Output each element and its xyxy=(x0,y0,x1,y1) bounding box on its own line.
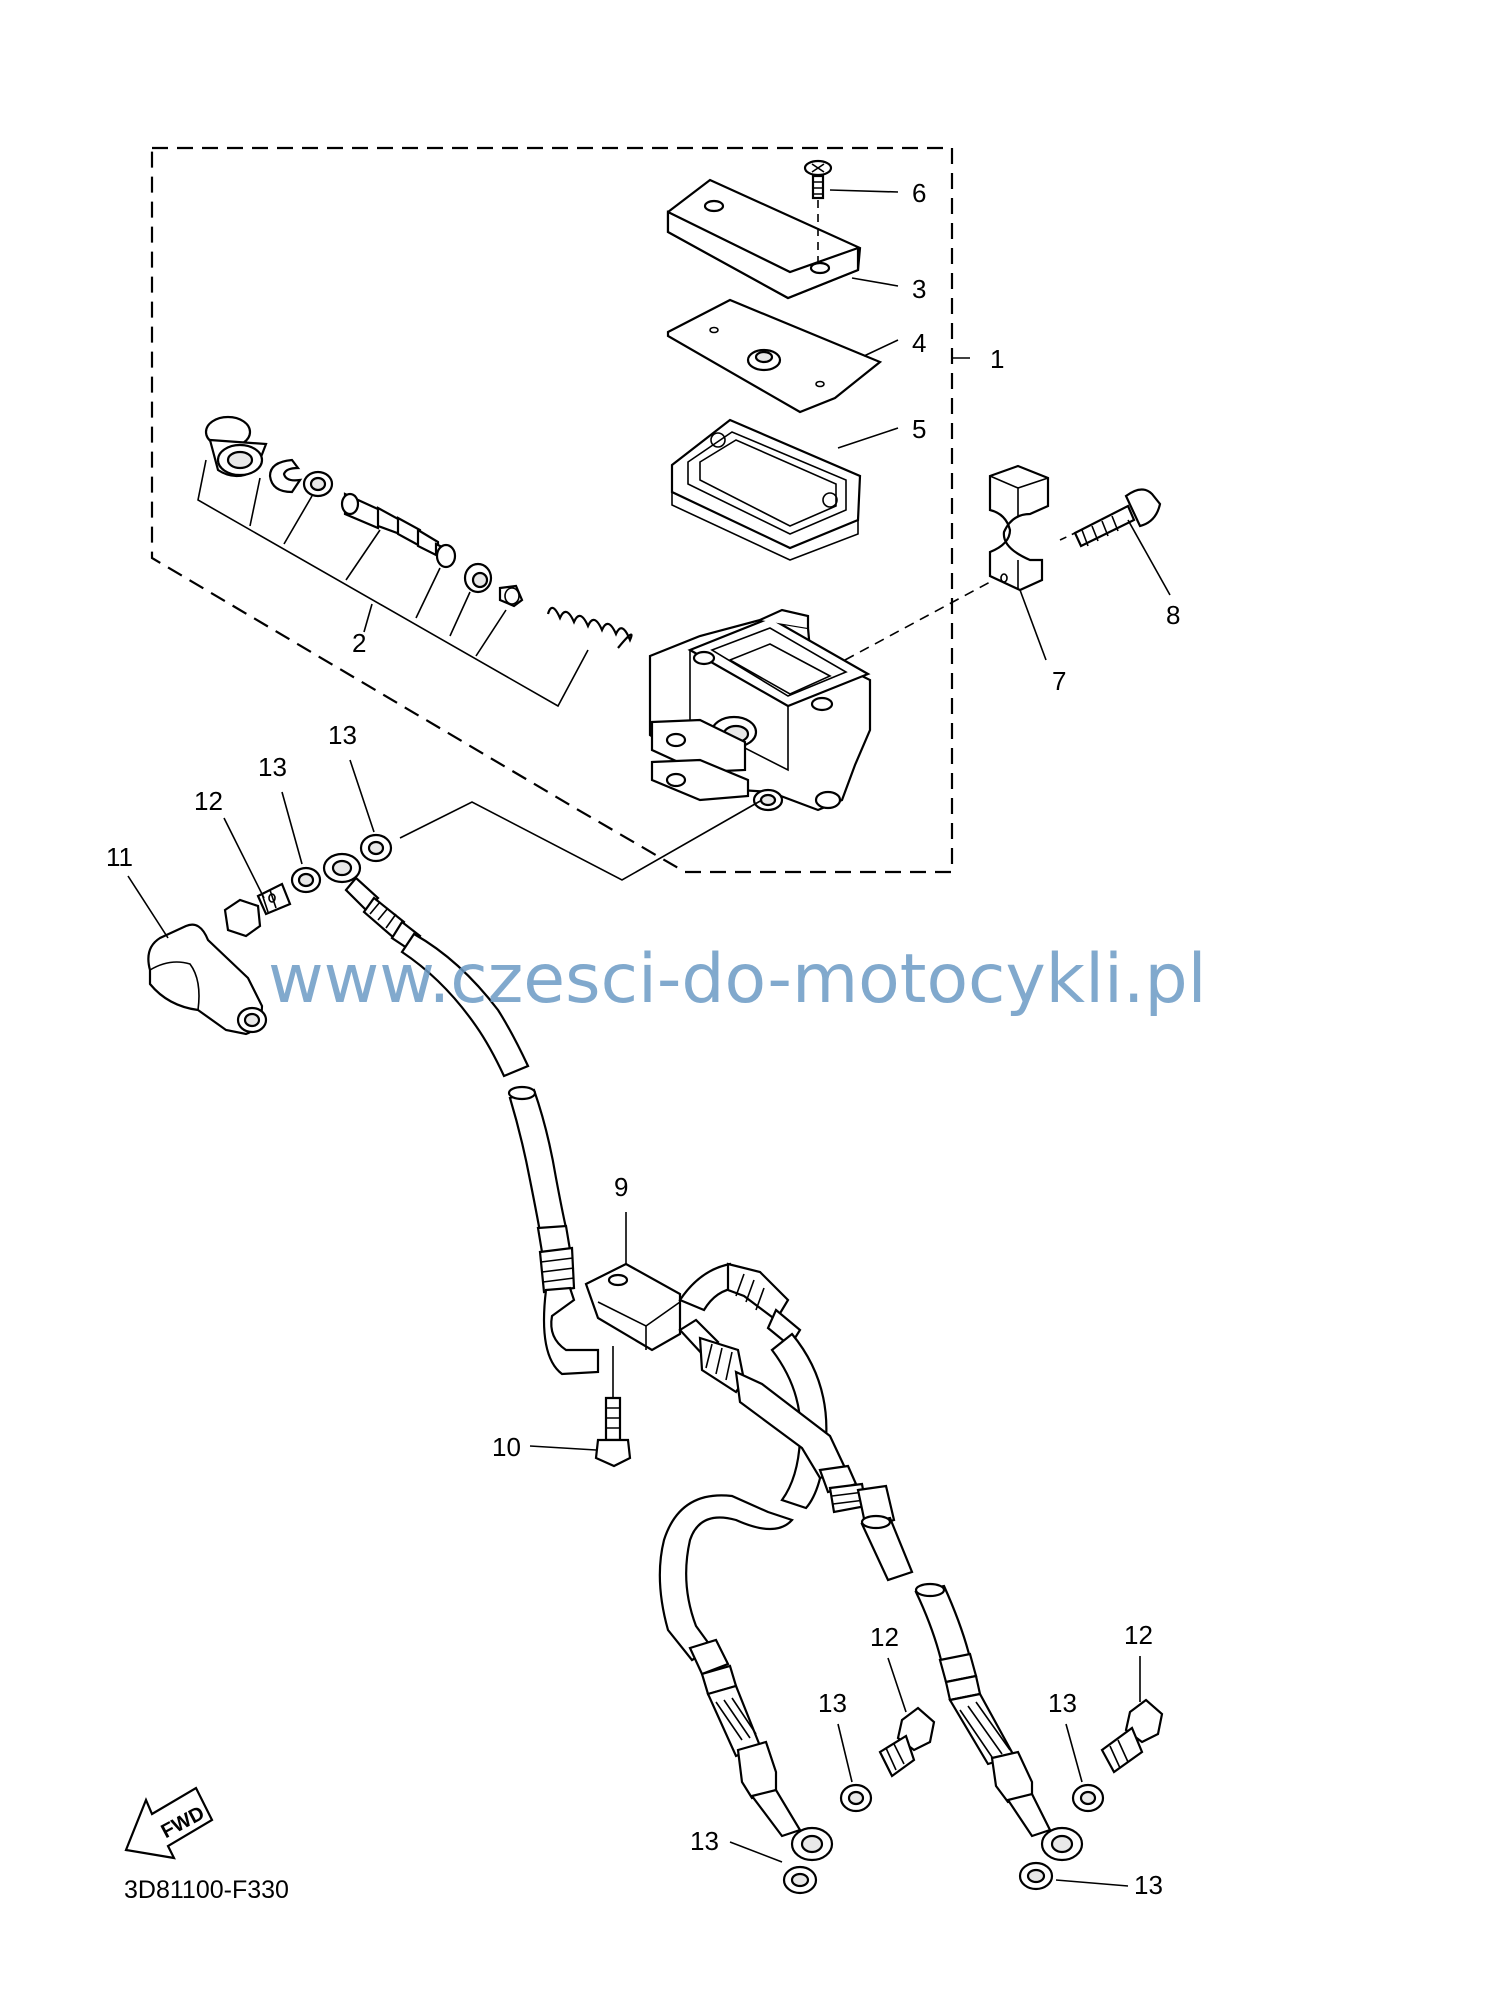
banjo-bolt-upper[interactable] xyxy=(223,882,292,938)
diaphragm-plate[interactable] xyxy=(666,298,883,414)
joint-bolt[interactable] xyxy=(594,1396,632,1468)
master-cylinder-body[interactable] xyxy=(648,608,872,812)
copper-washer-upper-1[interactable] xyxy=(359,833,393,863)
callout-1: 1 xyxy=(990,344,1004,374)
copper-washer-lower-2[interactable] xyxy=(782,1865,818,1895)
callout-8: 8 xyxy=(1166,600,1180,630)
banjo-bolt-lower-left[interactable] xyxy=(878,1706,936,1778)
reservoir-cap[interactable] xyxy=(666,178,862,300)
callout-13-lower-right: 13 xyxy=(1048,1688,1077,1718)
upper-brake-hose[interactable] xyxy=(322,852,600,1376)
copper-washer-upper-2[interactable] xyxy=(290,866,322,894)
drawing-code: 3D81100-F330 xyxy=(124,1876,289,1904)
piston-boot[interactable] xyxy=(204,415,268,478)
copper-washer-lower-4[interactable] xyxy=(1018,1861,1054,1891)
return-spring[interactable] xyxy=(546,606,633,649)
callout-11: 11 xyxy=(106,842,133,872)
assembly-boundary xyxy=(150,146,954,874)
watermark-url: www.czesci-do-motocykli.pl xyxy=(268,940,1207,1019)
holder-bolt[interactable] xyxy=(1073,488,1162,548)
callout-10: 10 xyxy=(492,1432,521,1462)
seal-cup[interactable] xyxy=(463,562,493,594)
callout-4: 4 xyxy=(912,328,926,358)
cap-screw[interactable] xyxy=(803,159,833,200)
callout-12-lower-right: 12 xyxy=(1124,1620,1153,1650)
diaphragm-gasket[interactable] xyxy=(670,418,862,561)
spring-seat[interactable] xyxy=(498,584,524,608)
rubber-cap[interactable] xyxy=(147,923,268,1036)
circlip[interactable] xyxy=(268,458,303,494)
callout-3: 3 xyxy=(912,274,926,304)
callout-13-lower-left: 13 xyxy=(818,1688,847,1718)
piston[interactable] xyxy=(340,492,450,560)
hose-joint[interactable] xyxy=(584,1262,682,1352)
left-brake-hose[interactable] xyxy=(658,1262,834,1862)
callout-12-lower-left: 12 xyxy=(870,1622,899,1652)
callout-7: 7 xyxy=(1052,666,1066,696)
callout-12-upper: 12 xyxy=(194,786,223,816)
callout-13-bottom-left: 13 xyxy=(690,1826,719,1856)
fwd-arrow-icon: FWD xyxy=(124,1786,214,1860)
callout-6: 6 xyxy=(912,178,926,208)
washer-small[interactable] xyxy=(435,543,457,569)
piston-cup[interactable] xyxy=(302,470,334,498)
copper-washer-lower-3[interactable] xyxy=(1071,1783,1105,1813)
callout-13-bottom-right: 13 xyxy=(1134,1870,1163,1900)
callout-13-upper-right: 13 xyxy=(328,720,357,750)
handlebar-holder[interactable] xyxy=(988,464,1050,592)
right-brake-hose[interactable] xyxy=(678,1318,1084,1862)
callout-5: 5 xyxy=(912,414,926,444)
callout-9: 9 xyxy=(614,1172,628,1202)
banjo-bolt-lower-right[interactable] xyxy=(1100,1698,1164,1774)
callout-13-upper-left: 13 xyxy=(258,752,287,782)
copper-washer-lower-1[interactable] xyxy=(839,1783,873,1813)
callout-2: 2 xyxy=(352,628,366,658)
